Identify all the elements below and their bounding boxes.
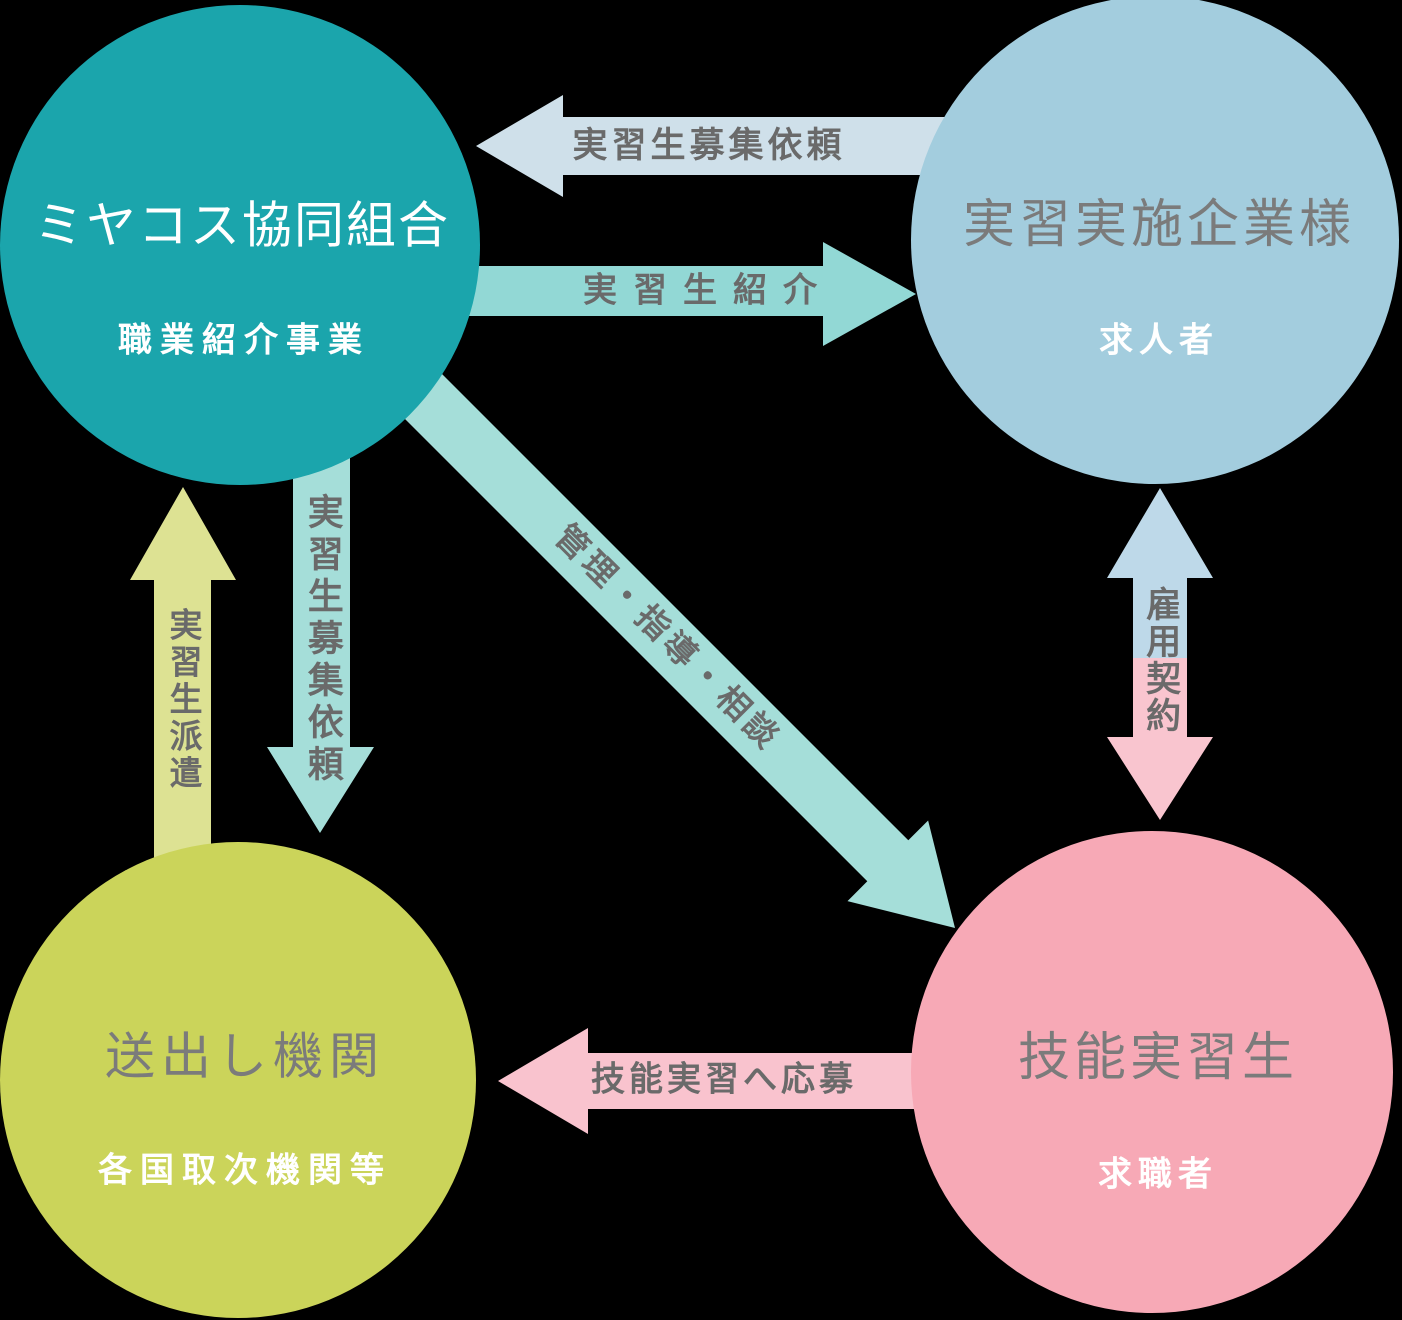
node-cooperative-circle bbox=[0, 5, 480, 485]
node-cooperative-title: ミヤコス協同組合 bbox=[34, 196, 450, 255]
node-trainee-subtitle: 求職者 bbox=[1098, 1154, 1218, 1195]
arrow-trainee-introduction bbox=[462, 242, 916, 346]
node-trainee-circle bbox=[911, 831, 1393, 1313]
arrow-recruit-request-top bbox=[476, 95, 958, 197]
node-company-circle bbox=[911, 0, 1399, 484]
label-recruit-request-left: 実習生募集依頼 bbox=[301, 493, 343, 787]
label-apply-training: 技能実習へ応募 bbox=[591, 1059, 857, 1100]
node-sending-org-circle bbox=[0, 842, 476, 1318]
node-sending-org-title: 送出し機関 bbox=[105, 1027, 385, 1086]
arrow-employment-contract-down bbox=[1107, 658, 1213, 820]
arrow-employment-contract-up bbox=[1107, 488, 1213, 658]
arrow-trainee-dispatch bbox=[130, 487, 236, 868]
arrow-recruit-request-left bbox=[267, 452, 374, 833]
node-company-title: 実習実施企業様 bbox=[962, 195, 1356, 256]
node-company-subtitle: 求人者 bbox=[1099, 320, 1219, 361]
label-trainee-dispatch: 実習生派遣 bbox=[163, 607, 203, 793]
label-recruit-request-top: 実習生募集依頼 bbox=[572, 125, 846, 166]
node-sending-org-subtitle: 各国取次機関等 bbox=[98, 1150, 392, 1191]
label-trainee-introduction: 実習生紹介 bbox=[583, 270, 833, 311]
node-cooperative-subtitle: 職業紹介事業 bbox=[118, 320, 370, 361]
label-employment-contract: 雇用契約 bbox=[1140, 586, 1181, 734]
arrow-apply-training bbox=[498, 1028, 940, 1134]
arrow-management-guidance bbox=[399, 372, 955, 928]
node-trainee-title: 技能実習生 bbox=[1017, 1028, 1299, 1089]
